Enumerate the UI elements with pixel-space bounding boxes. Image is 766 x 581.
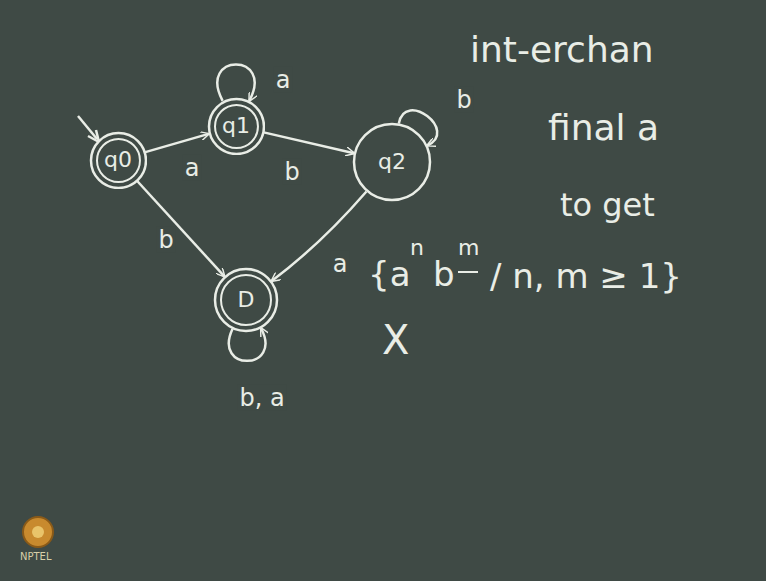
logo-text: NPTEL xyxy=(20,551,52,562)
cross-mark: X xyxy=(382,318,409,362)
state-circle: q2 xyxy=(352,122,432,202)
transition-label: b xyxy=(454,87,473,113)
state-name: D xyxy=(238,288,255,312)
transition-label: b xyxy=(156,227,175,253)
transition-arrow xyxy=(272,191,367,280)
transition-arrow xyxy=(264,132,354,153)
inner-ring xyxy=(96,138,139,181)
state-name: q2 xyxy=(378,150,406,174)
start-arrow xyxy=(78,116,97,139)
transition-label: a xyxy=(331,251,350,277)
state-circle: D xyxy=(213,267,279,333)
inner-ring xyxy=(221,275,271,325)
state-name: q0 xyxy=(104,148,132,172)
transition-label: a xyxy=(183,155,202,181)
board-note: to get xyxy=(560,188,655,223)
transition-arrow xyxy=(229,328,266,361)
outer-ring xyxy=(354,124,430,200)
set-notation: {a xyxy=(368,256,410,293)
state-circle: q1 xyxy=(207,97,266,156)
board-note: final a xyxy=(548,108,659,148)
logo-core xyxy=(32,526,44,538)
outer-ring xyxy=(208,98,263,153)
set-exponent: n xyxy=(410,236,424,260)
transition-arrow xyxy=(137,181,224,276)
outer-ring xyxy=(215,269,277,331)
transition-arrow xyxy=(399,110,437,145)
inner-ring xyxy=(214,104,257,147)
underline-mark xyxy=(458,271,478,273)
set-notation: / n, m ≥ 1} xyxy=(490,258,682,295)
transition-arrow xyxy=(145,134,208,152)
transition-label: b xyxy=(282,159,301,185)
transition-label: b, a xyxy=(237,385,286,411)
state-name: q1 xyxy=(222,114,250,138)
state-circle: q0 xyxy=(89,131,148,190)
transition-label: a xyxy=(274,67,293,93)
set-exponent: m xyxy=(458,236,479,260)
transition-arrow xyxy=(217,64,254,100)
board-note: int-erchan xyxy=(470,30,654,70)
set-notation: b xyxy=(433,256,455,293)
logo-ring xyxy=(23,517,53,547)
outer-ring xyxy=(90,132,145,187)
